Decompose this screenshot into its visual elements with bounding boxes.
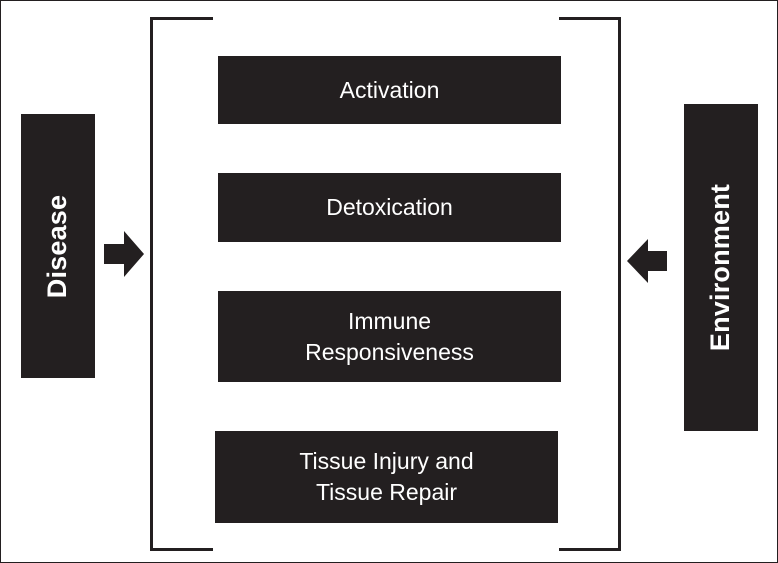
right-bracket: [559, 17, 621, 551]
stage-label: Tissue Injury and Tissue Repair: [299, 448, 474, 505]
left-bracket: [150, 17, 213, 551]
environment-box: Environment: [684, 104, 758, 431]
arrow-left-icon: [627, 239, 667, 283]
stage-label: Detoxication: [326, 194, 453, 220]
disease-label: Disease: [42, 194, 73, 298]
disease-box: Disease: [21, 114, 95, 378]
stage-box-tissue-injury-repair: Tissue Injury and Tissue Repair: [215, 431, 558, 523]
stage-box-immune-responsiveness: Immune Responsiveness: [218, 291, 561, 382]
stage-box-detoxication: Detoxication: [218, 173, 561, 242]
environment-label: Environment: [705, 183, 736, 352]
stage-label: Immune Responsiveness: [305, 307, 474, 365]
stage-label: Activation: [339, 76, 440, 103]
stage-box-activation: Activation: [218, 56, 561, 124]
arrow-right-icon: [104, 231, 144, 277]
